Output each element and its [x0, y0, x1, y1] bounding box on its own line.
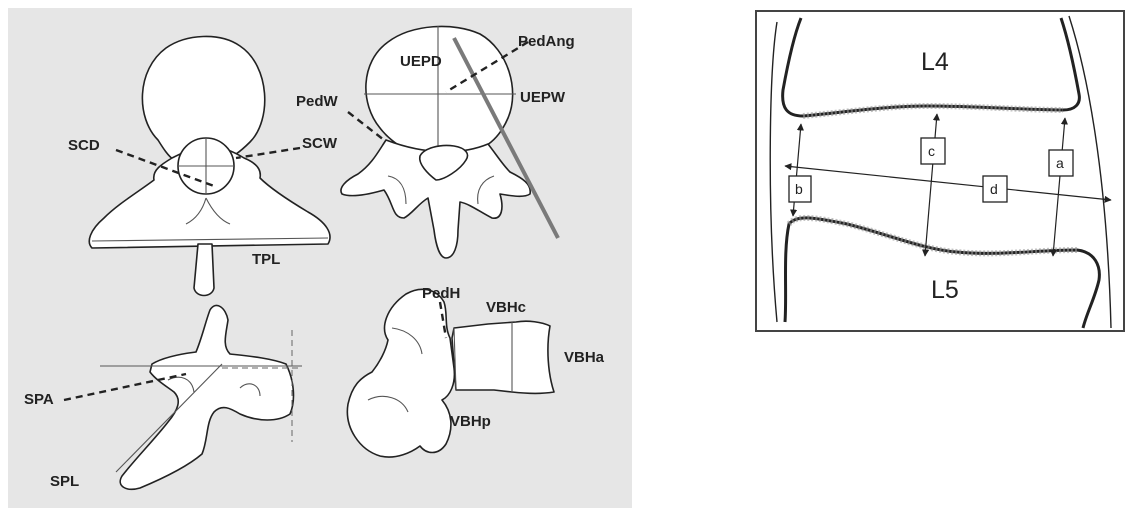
- label-vbha: VBHa: [564, 349, 605, 366]
- endplate-view-vertebra: [341, 26, 558, 258]
- measure-c-arrow: [925, 114, 937, 256]
- label-vbhp: VBHp: [450, 413, 491, 430]
- l5-vertebra-outline: [785, 218, 1099, 328]
- vertebral-body-lateral: [452, 321, 554, 393]
- spinous-process: [194, 244, 214, 296]
- label-scw: SCW: [302, 135, 338, 152]
- label-pedang: PedAng: [518, 33, 575, 50]
- lateral-vertebra-outline: [120, 305, 293, 489]
- measure-b-label: b: [795, 181, 803, 197]
- superior-view-vertebra: [89, 36, 330, 295]
- label-pedw: PedW: [296, 93, 339, 110]
- measure-a-arrow: [1053, 118, 1065, 256]
- measure-c-label: c: [928, 143, 935, 159]
- label-l4: L4: [921, 48, 949, 76]
- disc-space-figure: b c d a L4 L5: [755, 10, 1125, 332]
- endplate-outline: [366, 26, 513, 154]
- lateral-view-vertebra: [64, 305, 302, 489]
- vertebra-measurements-figure: SCD SCW TPL UEPD PedAng PedW UEPW SPA SP…: [8, 8, 632, 508]
- label-scd: SCD: [68, 137, 100, 154]
- right-wall-line: [1069, 16, 1111, 328]
- measure-d-label: d: [990, 181, 998, 197]
- left-wall-line: [770, 22, 777, 322]
- label-pedh: PedH: [422, 285, 460, 302]
- posterior-elements-lateral: [347, 289, 454, 457]
- label-uepw: UEPW: [520, 89, 566, 106]
- disc-space-svg: b c d a L4 L5: [757, 12, 1123, 330]
- vertebra-measurements-svg: SCD SCW TPL UEPD PedAng PedW UEPW SPA SP…: [8, 8, 632, 508]
- label-uepd: UEPD: [400, 53, 442, 70]
- label-vbhc: VBHc: [486, 299, 526, 316]
- label-spa: SPA: [24, 391, 54, 408]
- measure-a-label: a: [1056, 155, 1064, 171]
- label-tpl: TPL: [252, 251, 280, 268]
- l5-cortex-texture: [789, 218, 1077, 253]
- label-l5: L5: [931, 276, 959, 304]
- scw-leader: [236, 148, 300, 158]
- label-spl: SPL: [50, 473, 79, 490]
